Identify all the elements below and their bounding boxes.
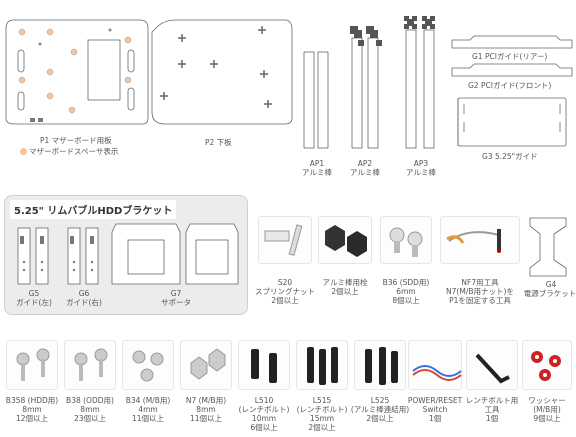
g4-id: G4	[545, 280, 557, 289]
g2-title: G2 PCIガイド(フロント)	[468, 81, 552, 90]
l510-bolt-photo	[238, 340, 290, 390]
wrench-tool-photo	[466, 340, 518, 390]
g3-title: G3 5.25"ガイド	[482, 152, 538, 161]
s20-id: S20	[277, 278, 293, 287]
b34-screw-photo	[122, 340, 174, 390]
ap3-id: AP3	[413, 159, 429, 168]
b38-screw-photo	[64, 340, 116, 390]
bottom-part-3-line3: 11個以上	[189, 414, 223, 423]
g3-525-guide	[457, 97, 567, 147]
g1-title: G1 PCIガイド(リアー)	[472, 52, 548, 61]
ap2-id: AP2	[357, 159, 373, 168]
washer-photo	[522, 340, 572, 390]
g5-id: G5	[28, 289, 40, 298]
bottom-part-6-line2: (アルミ棒連結用)	[350, 405, 410, 414]
bottom-part-6-line1: L525	[370, 396, 390, 405]
bottom-part-0-line3: 12個以上	[15, 414, 49, 423]
bottom-part-4-line2: (レンチボルト)	[238, 405, 290, 414]
bottom-part-8-line3: 1個	[485, 414, 499, 423]
spacer-legend-label: マザーボードスペーサ表示	[29, 147, 119, 156]
s20-name: スプリングナット	[255, 287, 315, 296]
g7-id: G7	[170, 289, 182, 298]
bottom-part-8-line2: 工具	[484, 405, 500, 414]
spacer-legend-swatch	[20, 148, 27, 155]
bottom-part-0-line1: B358 (HDD用)	[5, 396, 59, 405]
s20-qty: 2個以上	[271, 296, 299, 305]
bottom-part-3-line1: N7 (M/B用)	[185, 396, 227, 405]
bottom-part-4-line3: 10mm	[251, 414, 277, 423]
ap1-aluminum-bars	[303, 51, 329, 149]
bottom-part-7-line1: POWER/RESET	[407, 396, 463, 405]
bottom-part-8-line1: レンチボルト用	[465, 396, 519, 405]
b36-qty: 8個以上	[392, 296, 420, 305]
g1-pci-guide-rear	[451, 35, 573, 49]
bottom-part-1-line1: B38 (ODD用)	[66, 396, 114, 405]
ap3-name: アルミ棒	[406, 168, 436, 177]
p1-title: P1 マザーボード用板	[40, 136, 112, 145]
b358-screw-photo	[6, 340, 58, 390]
p2-bottom-plate	[151, 19, 293, 125]
b36-screw-photo	[380, 216, 432, 264]
bottom-part-3-line2: 8mm	[196, 405, 216, 414]
bottom-part-5-line2: (レンチボルト)	[296, 405, 348, 414]
nf7-desc2: P1を固定する工具	[449, 296, 511, 305]
bottom-part-5-line1: L515	[312, 396, 332, 405]
ap1-id: AP1	[309, 159, 325, 168]
bottom-part-2-line3: 11個以上	[131, 414, 165, 423]
bottom-part-4-line4: 6個以上	[250, 423, 278, 432]
bottom-part-1-line2: 8mm	[80, 405, 100, 414]
g2-pci-guide-front	[451, 63, 573, 77]
l515-bolt-photo	[296, 340, 348, 390]
alu-plug-qty: 2個以上	[331, 287, 359, 296]
bottom-part-2-line2: 4mm	[138, 405, 158, 414]
bottom-part-9-line2: (M/B用)	[533, 405, 561, 414]
bottom-part-2-line1: B34 (M/B用)	[125, 396, 171, 405]
bottom-part-6-line3: 2個以上	[366, 414, 394, 423]
b36-id: B36 (SDD用)	[382, 278, 430, 287]
g4-name: 電源ブラケット	[523, 289, 576, 298]
bottom-part-0-line2: 8mm	[22, 405, 42, 414]
l525-bolt-photo	[354, 340, 406, 390]
g6-name: ガイド(右)	[66, 298, 102, 307]
p1-motherboard-plate	[5, 19, 149, 125]
g7-name: サポータ	[161, 298, 191, 307]
hdd-bracket-title: 5.25" リムバブルHDDブラケット	[10, 200, 177, 219]
ap2-aluminum-bars	[350, 26, 382, 149]
p2-title: P2 下板	[205, 138, 232, 147]
bottom-part-9-line1: ワッシャー	[528, 396, 566, 405]
n7-nut-photo	[180, 340, 232, 390]
g5-name: ガイド(左)	[16, 298, 52, 307]
bottom-part-7-line3: 1個	[428, 414, 442, 423]
b36-size: 6mm	[396, 287, 416, 296]
ap1-name: アルミ棒	[302, 168, 332, 177]
ap3-aluminum-bars	[404, 16, 435, 149]
bottom-part-1-line3: 23個以上	[73, 414, 107, 423]
bottom-part-5-line4: 2個以上	[308, 423, 336, 432]
bottom-part-5-line3: 15mm	[309, 414, 335, 423]
alu-plug-name: アルミ棒用栓	[322, 278, 368, 287]
hdd-bracket-drawings	[17, 223, 239, 285]
s20-spring-nut-photo	[258, 216, 312, 264]
power-reset-switch-photo	[408, 340, 462, 390]
bottom-part-7-line2: Switch	[422, 405, 448, 414]
aluminum-bar-plug-photo	[318, 216, 372, 264]
g6-id: G6	[78, 289, 90, 298]
ap2-name: アルミ棒	[350, 168, 380, 177]
bottom-part-9-line3: 9個以上	[533, 414, 561, 423]
g4-power-bracket	[529, 217, 567, 277]
bottom-part-4-line1: L510	[254, 396, 274, 405]
nf7-desc1: N7(M/B用ナット)を	[446, 287, 514, 296]
nf7-tool-photo	[440, 216, 520, 264]
nf7-name: NF7用工具	[461, 278, 499, 287]
